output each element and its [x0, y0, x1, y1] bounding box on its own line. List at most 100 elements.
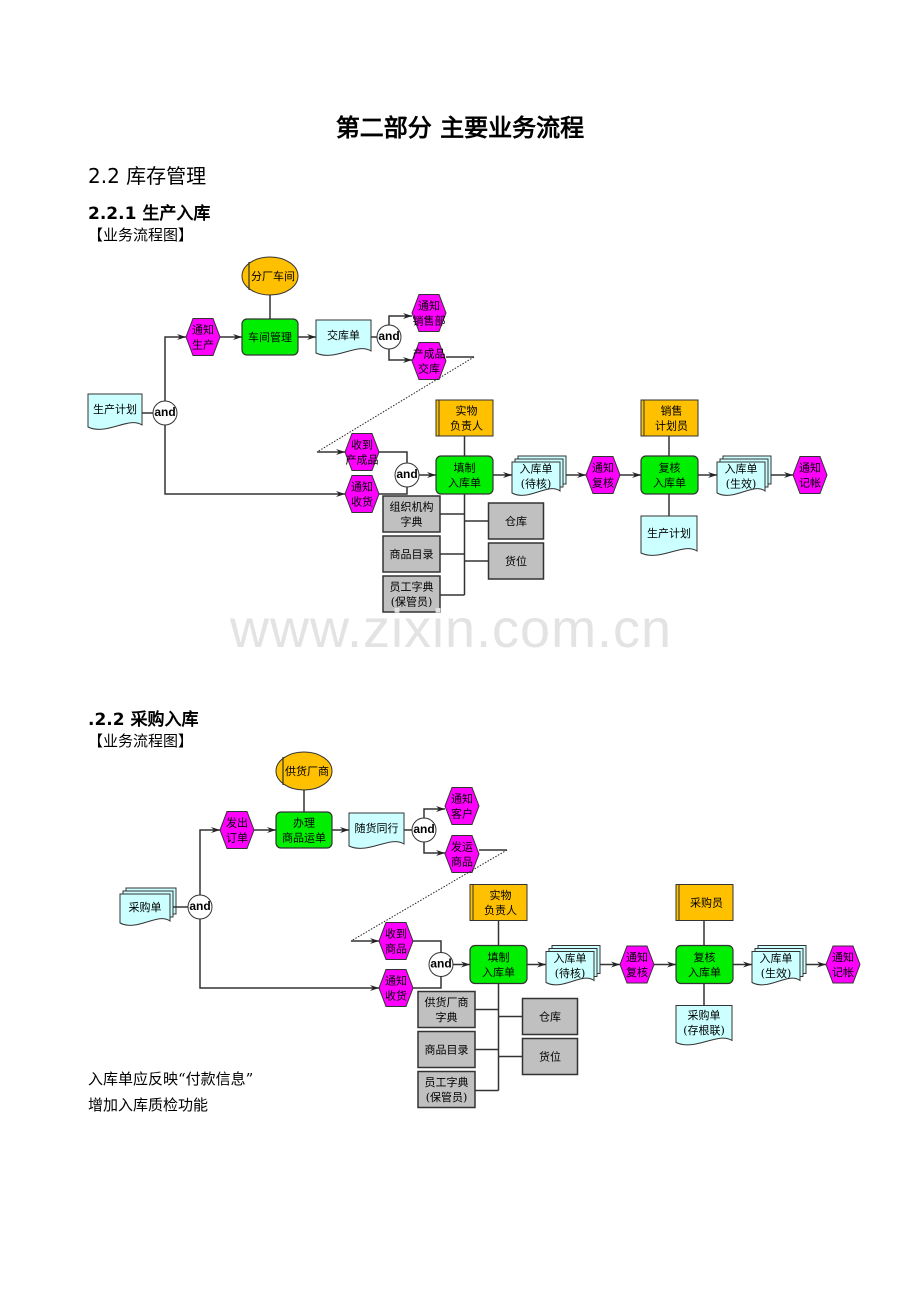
- document-top: [315, 319, 372, 356]
- event-notify-label: 销售部: [413, 314, 446, 328]
- event-notify-accounting: [792, 456, 828, 494]
- org-responsible-label: 负责人: [484, 903, 517, 917]
- event-goods-delivered: [411, 342, 447, 380]
- dictionary-catalog-label: 商品目录: [390, 547, 434, 561]
- dictionary-warehouse: [521, 997, 579, 1036]
- event-notify-receive-label: 收货: [351, 495, 373, 509]
- dictionary-location-label: 货位: [505, 554, 527, 568]
- event-received: [344, 433, 380, 471]
- function-fill-receipt-label: 入库单: [448, 477, 481, 490]
- document-effective-label: (生效): [761, 966, 792, 980]
- and2-down-arrow: [423, 842, 445, 854]
- start-document-label: 采购单: [129, 900, 162, 914]
- branch-down-arrow: [164, 425, 345, 495]
- review-to-effective-arrow-head: [708, 472, 717, 478]
- event-received-label: 收到: [385, 927, 407, 941]
- dictionary-staff: [417, 1070, 476, 1109]
- flow-caption-purchase: 【业务流程图】: [88, 732, 194, 750]
- branch-down-arrow: [199, 919, 379, 989]
- event-goods-delivered-label: 商品: [451, 855, 473, 869]
- function-fill-receipt-label: 填制: [454, 461, 476, 475]
- function-review-receipt-label: 入库单: [653, 477, 686, 490]
- document-effective-label: 入库单: [760, 952, 793, 965]
- document-top-label: 交库单: [327, 328, 360, 342]
- event-notify-accounting-label: 通知: [832, 950, 854, 964]
- branch-up-arrow-head: [211, 827, 220, 833]
- review-to-effective-arrow-head: [743, 961, 752, 968]
- start-document: [119, 893, 171, 926]
- section-heading: 2.2 库存管理: [88, 164, 207, 188]
- fill-to-pending-arrow-head: [503, 472, 512, 478]
- event-notify-review-label: 通知: [592, 461, 614, 475]
- event-notify: [411, 294, 447, 332]
- function-fill-receipt-label: 入库单: [482, 966, 515, 979]
- and-connector-2-label: and: [413, 822, 434, 836]
- event-trigger-label: 生产: [192, 338, 214, 352]
- event-trigger: [185, 318, 221, 356]
- effective-to-notify-arrow-head: [784, 472, 793, 478]
- branch-down-arrow-head: [336, 491, 345, 497]
- event-notify-review-label: 通知: [626, 950, 648, 964]
- org-reviewer-label: 销售: [661, 404, 683, 418]
- notify-to-and3: [413, 976, 442, 989]
- dictionary-organization-label: 字典: [401, 515, 423, 529]
- dictionary-catalog: [417, 1030, 476, 1069]
- subsection-heading-purchase: .2.2 采购入库: [88, 710, 199, 730]
- dictionary-catalog: [382, 535, 441, 573]
- function-top-label: 商品运单: [282, 831, 326, 845]
- and2-up-arrow: [388, 315, 412, 325]
- event-received-label: 产成品: [346, 453, 379, 467]
- event-received: [378, 922, 414, 960]
- event-notify-accounting: [825, 945, 861, 984]
- document-reference-label: (存根联): [683, 1023, 725, 1037]
- page-title: 第二部分 主要业务流程: [335, 114, 585, 142]
- dictionary-staff-label: (保管员): [426, 1090, 468, 1104]
- and3-to-fill-arrow-head: [427, 472, 436, 478]
- goods-dashed-link: [350, 849, 508, 942]
- function-fill-receipt-label: 填制: [488, 950, 510, 964]
- dictionary-staff-label: 员工字典: [425, 1075, 469, 1089]
- func-to-doc-arrow-head: [307, 334, 316, 340]
- org-responsible-label: 负责人: [450, 419, 483, 433]
- start-document-label: 生产计划: [93, 402, 137, 416]
- flow-caption-production: 【业务流程图】: [88, 226, 194, 244]
- document-effective-label: (生效): [726, 477, 757, 491]
- org-responsible-label: 实物: [456, 404, 478, 418]
- event-notify-review: [619, 945, 655, 984]
- org-responsible: [469, 884, 528, 921]
- receive-arrow-head: [370, 938, 379, 944]
- branch-up-arrow: [199, 829, 220, 895]
- org-reviewer-label: 计划员: [655, 420, 688, 433]
- subsection-heading-production: 2.2.1 生产入库: [88, 204, 211, 224]
- effective-to-notify-arrow-head: [817, 961, 826, 968]
- event-notify-label: 通知: [451, 792, 473, 806]
- watermark: www.zixin.com.cn: [230, 599, 673, 659]
- org-responsible: [435, 399, 494, 437]
- event-to-func-arrow-head: [233, 334, 242, 340]
- fill-to-pending-arrow-head: [537, 961, 546, 968]
- dictionary-staff-label: (保管员): [391, 595, 433, 609]
- dictionary-organization-label: 组织机构: [390, 500, 434, 514]
- pending-to-notify-arrow-head: [611, 961, 620, 968]
- event-goods-delivered: [444, 835, 480, 873]
- event-goods-delivered-label: 发运: [451, 840, 473, 854]
- goods-dashed-link: [316, 356, 475, 453]
- event-received-label: 收到: [351, 438, 373, 452]
- and3-to-fill-arrow-head: [461, 961, 470, 968]
- org-reviewer: [675, 884, 734, 921]
- and-connector-1-label: and: [189, 899, 210, 913]
- dictionary-organization-label: 字典: [436, 1010, 458, 1024]
- dictionary-catalog-label: 商品目录: [425, 1043, 469, 1057]
- and-connector-2-label: and: [378, 329, 399, 343]
- start-document: [87, 393, 143, 430]
- event-notify-accounting-label: 通知: [799, 461, 821, 475]
- event-received-label: 商品: [385, 942, 407, 956]
- event-trigger-label: 订单: [226, 832, 248, 845]
- function-review-receipt-label: 复核: [694, 950, 716, 964]
- branch-up-arrow: [164, 336, 186, 401]
- document-effective-label: 入库单: [725, 463, 758, 476]
- notify-to-review-arrow-head: [667, 961, 676, 968]
- event-notify-label: 通知: [418, 299, 440, 313]
